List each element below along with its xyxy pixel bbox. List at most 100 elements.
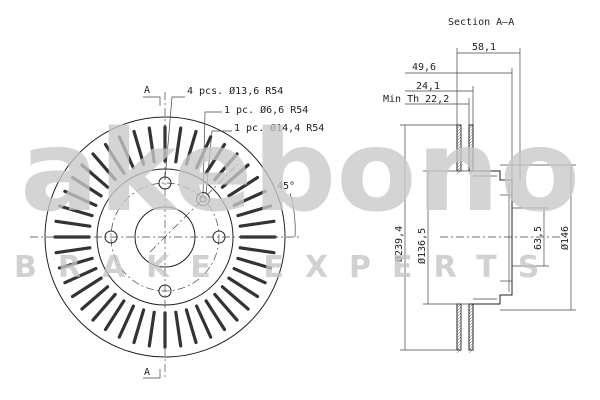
outer-rim <box>44 116 286 358</box>
vent-slot <box>70 175 103 198</box>
leader-bolt <box>164 96 185 181</box>
hatch-line <box>456 330 462 336</box>
vent-slot <box>195 304 213 339</box>
dim-center-bore: 63,5 <box>533 226 544 250</box>
hatch-line <box>456 142 462 148</box>
hatch-line <box>468 163 474 169</box>
vent-slot <box>232 189 267 207</box>
hatch-line <box>456 136 462 142</box>
hatch-line <box>468 312 474 318</box>
hatch-line <box>456 163 462 169</box>
vent-slot <box>147 126 156 164</box>
hatch-line <box>456 166 462 172</box>
vent-slot <box>204 142 227 175</box>
vent-slot <box>232 267 267 285</box>
hatch-line <box>468 130 474 136</box>
vent-slot <box>63 267 98 285</box>
dim-thickness: 24,1 <box>416 81 440 92</box>
section-hatching <box>456 124 474 354</box>
hatch-line <box>468 124 474 130</box>
vent-slot <box>70 276 103 299</box>
vent-slot <box>195 135 213 170</box>
hatch-line <box>456 151 462 157</box>
vent-slot <box>184 308 198 345</box>
vent-slot <box>57 204 94 218</box>
section-arrow-top <box>143 96 161 106</box>
vent-slot <box>91 152 117 182</box>
vent-slot <box>54 246 92 255</box>
hatch-line <box>468 306 474 312</box>
hatch-line <box>456 336 462 342</box>
vent-slot <box>184 129 198 166</box>
vent-slot <box>63 189 98 207</box>
leader-pin <box>202 111 222 197</box>
dim-min-thickness: Min Th 22,2 <box>383 94 449 105</box>
hatch-line <box>456 318 462 324</box>
hatch-line <box>456 148 462 154</box>
section-arrow-bottom <box>143 369 161 379</box>
hatch-line <box>468 303 474 309</box>
hatch-line <box>456 345 462 351</box>
hatch-line <box>456 348 462 354</box>
hatch-line <box>468 327 474 333</box>
hatch-line <box>456 321 462 327</box>
vent-slot <box>117 135 135 170</box>
vent-slot <box>220 163 250 189</box>
vent-slot <box>227 276 260 299</box>
hatch-line <box>456 145 462 151</box>
vent-slot <box>80 285 110 311</box>
hatch-line <box>468 348 474 354</box>
section-view: Section A–A 58,1 49,6 24,1 Min Th 22,2 Ø… <box>383 17 576 354</box>
hatch-line <box>468 142 474 148</box>
vent-slot <box>220 285 250 311</box>
section-marker-top: A <box>144 85 150 96</box>
vent-slot <box>236 204 273 218</box>
hatch-line <box>456 157 462 163</box>
hatch-line <box>468 139 474 145</box>
hatch-line <box>456 306 462 312</box>
hub-hole-label: 1 pc. Ø14,4 R54 <box>234 122 324 134</box>
vent-slot <box>238 219 276 228</box>
leader-hub <box>205 130 232 195</box>
hatch-line <box>468 133 474 139</box>
hatch-line <box>468 157 474 163</box>
hatch-line <box>468 154 474 160</box>
vent-slot <box>91 292 117 322</box>
vent-slot <box>213 292 239 322</box>
hatch-line <box>468 127 474 133</box>
section-title: Section A–A <box>448 17 514 28</box>
hatch-line <box>468 315 474 321</box>
hatch-line <box>456 327 462 333</box>
hatch-line <box>456 333 462 339</box>
hatch-line <box>468 151 474 157</box>
hatch-line <box>468 333 474 339</box>
dim-total-height: 58,1 <box>472 42 496 53</box>
vent-slot <box>174 126 183 164</box>
hatch-line <box>456 160 462 166</box>
hatch-line <box>456 303 462 309</box>
hatch-line <box>456 130 462 136</box>
hatch-line <box>456 339 462 345</box>
watermark-tagline: BRAKE EXPERTS <box>14 250 560 285</box>
hatch-line <box>468 345 474 351</box>
vent-slot <box>103 299 126 332</box>
hatch-line <box>468 342 474 348</box>
vent-slot <box>236 256 273 270</box>
hatch-line <box>456 324 462 330</box>
pin-hole-label: 1 pc. Ø6,6 R54 <box>224 104 308 116</box>
hatch-line <box>468 324 474 330</box>
hatch-line <box>456 309 462 315</box>
vent-slot <box>103 142 126 175</box>
hatch-line <box>468 309 474 315</box>
bolt-holes-label: 4 pcs. Ø13,6 R54 <box>187 85 283 97</box>
hatch-line <box>456 342 462 348</box>
hatch-line <box>468 339 474 345</box>
vent-slot <box>227 175 260 198</box>
vent-slot <box>147 310 156 348</box>
vent-slot <box>80 163 110 189</box>
hatch-line <box>468 160 474 166</box>
hatch-line <box>468 166 474 172</box>
angle-label: 45° <box>277 181 295 192</box>
vent-slot <box>213 152 239 182</box>
